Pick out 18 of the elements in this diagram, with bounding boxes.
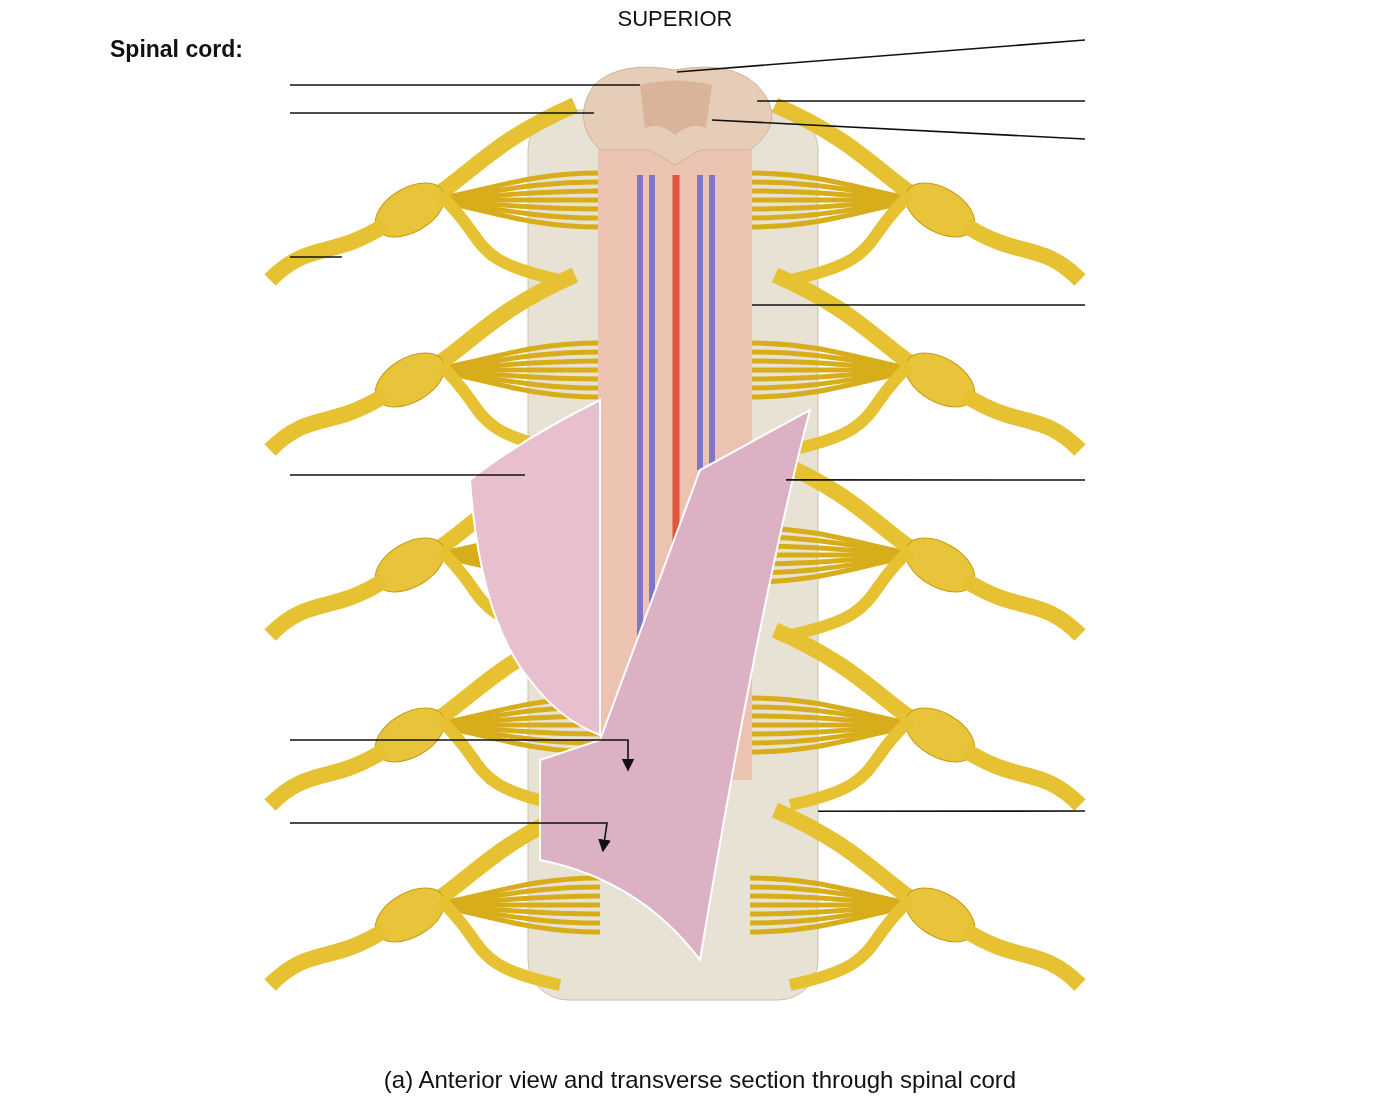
- leader-line: [289, 474, 526, 476]
- cord-cross-section: [582, 66, 773, 166]
- leader-line: [289, 256, 343, 258]
- title: Spinal cord:: [110, 36, 243, 63]
- leader-line: [289, 84, 641, 86]
- leader-line: [711, 119, 1086, 140]
- leader-line: [756, 100, 1086, 102]
- caption: (a) Anterior view and transverse section through spinal cord: [382, 1066, 1018, 1094]
- arachnoid-layer: [469, 399, 601, 736]
- leader-line: [289, 739, 635, 772]
- leader-line: [751, 304, 1086, 306]
- leader-line: [676, 39, 1086, 73]
- orientation-label: SUPERIOR: [616, 6, 734, 32]
- leader-line: [817, 810, 1086, 813]
- leader-line: [785, 479, 1086, 481]
- leader-line: [289, 112, 595, 114]
- leader-line: [289, 822, 611, 853]
- spinal-nerve: [264, 218, 390, 286]
